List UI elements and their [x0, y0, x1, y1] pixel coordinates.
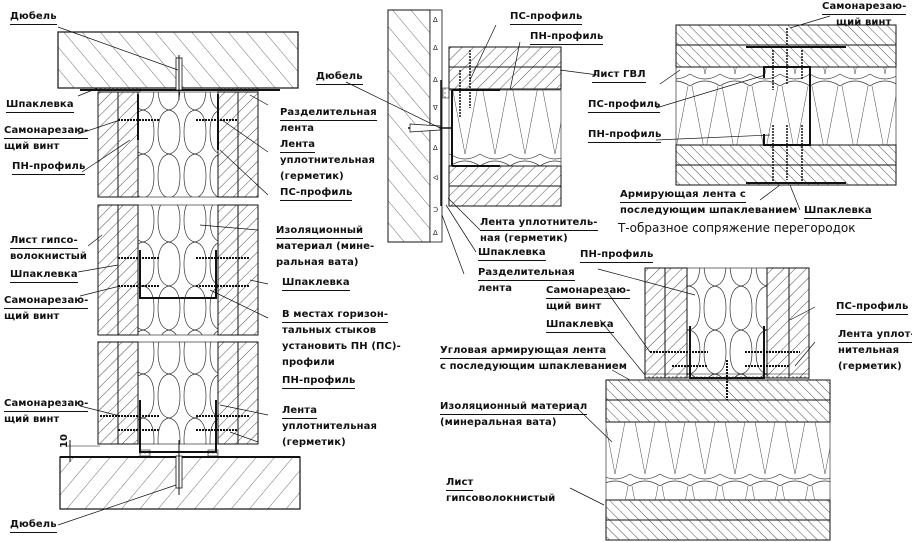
center-detail: Δ Δ Δ ᐁ Δ ᐊ ᑐ Δ: [345, 9, 599, 275]
svg-text:Δ: Δ: [433, 76, 438, 84]
label-center-pn-profile: ПН-профиль: [530, 30, 604, 45]
label-ps-profile: ПС-профиль: [280, 186, 353, 201]
label-rb-sealing-1: Лента уплот-: [838, 328, 912, 343]
label-center-dowel: Дюбель: [316, 70, 363, 85]
label-sealing-tape-3: (герметик): [280, 171, 344, 182]
label-dowel-bottom: Дюбель: [10, 518, 57, 533]
label-separating-tape-2: лента: [280, 123, 315, 134]
label-insulation-3: ральная вата): [276, 257, 359, 268]
label-sealing-bottom-3: (герметик): [282, 437, 346, 448]
svg-text:ᑐ: ᑐ: [433, 206, 438, 214]
label-rb-pn-profile: ПН-профиль: [580, 248, 654, 263]
label-rb-sealing-3: (герметик): [838, 361, 902, 372]
label-rb-insulation-1: Изоляционный материал: [440, 400, 588, 415]
label-separating-tape-1: Разделительная: [280, 106, 377, 121]
label-rb-gvl-2: гипсоволокнистый: [446, 493, 556, 504]
svg-text:ᐊ: ᐊ: [433, 174, 438, 182]
label-sealing-tape-2: уплотнительная: [280, 155, 376, 166]
label-sealing-bottom-2: уплотнительная: [282, 421, 378, 432]
label-screw-top-1: Самонарезаю-: [4, 124, 89, 139]
leader-lines: [569, 268, 816, 506]
gap-dimension: 10: [59, 433, 70, 448]
label-center-sealing-2: ная (герметик): [480, 233, 568, 244]
label-joints-4: профили: [282, 357, 335, 368]
svg-text:ᐁ: ᐁ: [433, 104, 438, 112]
label-gvl-sheet-2: волокнистый: [10, 251, 87, 262]
wall-section-2: [97, 204, 259, 336]
label-center-ps-profile: ПС-профиль: [510, 10, 583, 25]
label-rb-corner-tape-2: с последующим шпаклеванием: [440, 361, 627, 372]
left-detail: [57, 26, 301, 526]
label-rb-gvl-1: Лист: [446, 476, 474, 491]
label-center-separating-2: лента: [478, 283, 513, 294]
label-screw-bottom-1: Самонарезаю-: [4, 397, 89, 412]
label-gvl-sheet-1: Лист гипсо-: [10, 234, 78, 249]
label-pn-profile-bottom: ПН-профиль: [282, 374, 356, 389]
label-rb-screw-1: Самонарезаю-: [546, 284, 631, 299]
dowel-icon: [175, 440, 183, 495]
leader-lines: [57, 26, 269, 526]
label-sealing-bottom-1: Лента: [282, 404, 318, 419]
label-screw-mid-2: щий винт: [4, 311, 60, 322]
label-rt-reinforcing-2: последующим шпаклеванием: [620, 205, 798, 216]
label-rt-putty: Шпаклевка: [804, 204, 872, 219]
label-screw-bottom-2: щий винт: [4, 414, 60, 425]
svg-text:Δ: Δ: [433, 16, 438, 24]
right-bottom-detail: [569, 267, 831, 541]
label-rb-putty: Шпаклевка: [546, 318, 614, 333]
wall-section-1: [97, 91, 259, 198]
plaster-marks: Δ Δ Δ ᐁ Δ ᐊ ᑐ Δ: [433, 16, 438, 237]
label-putty-mid-right: Шпаклевка: [282, 276, 350, 291]
label-rt-ps-profile: ПС-профиль: [588, 98, 661, 113]
label-rt-screw-2: щий винт: [836, 17, 892, 28]
label-rt-screw-1: Самонарезаю-: [822, 0, 907, 15]
label-center-putty: Шпаклевка: [478, 246, 546, 261]
label-rt-gvl-sheet: Лист ГВЛ: [592, 68, 646, 83]
svg-text:Δ: Δ: [433, 44, 438, 52]
svg-text:Δ: Δ: [433, 144, 438, 152]
label-center-sealing-1: Лента уплотнитель-: [480, 216, 598, 231]
label-joints-1: В местах горизон-: [282, 308, 389, 323]
svg-text:Δ: Δ: [433, 229, 438, 237]
label-rt-pn-profile: ПН-профиль: [588, 128, 662, 143]
label-insulation-1: Изоляционный: [276, 224, 364, 239]
wall-section-3: [97, 341, 259, 457]
right-top-detail: [655, 15, 897, 211]
leader-lines: [345, 24, 599, 275]
label-putty-mid-left: Шпаклевка: [10, 268, 78, 283]
label-center-separating-1: Разделительная: [478, 266, 575, 281]
label-rb-corner-tape-1: Угловая армирующая лента: [440, 344, 607, 359]
label-screw-mid-1: Самонарезаю-: [4, 294, 89, 309]
label-joints-3: установить ПН (ПС)-: [282, 341, 401, 352]
label-screw-top-2: щий винт: [4, 141, 60, 152]
screw-icons: [772, 28, 803, 183]
diagram-caption: Т-образное сопряжение перегородок: [618, 221, 856, 235]
label-pn-profile-top: ПН-профиль: [12, 160, 86, 175]
label-rt-reinforcing-1: Армирующая лента с: [620, 188, 746, 203]
label-rb-screw-2: щий винт: [546, 301, 602, 312]
dowel-icon: [408, 123, 452, 133]
leader-lines: [655, 15, 831, 211]
label-rb-sealing-2: нительная: [838, 345, 900, 356]
label-dowel-top: Дюбель: [10, 10, 57, 25]
label-insulation-2: материал (мине-: [276, 241, 375, 252]
label-rb-insulation-2: (минеральная вата): [440, 417, 557, 428]
label-sealing-tape-1: Лента: [280, 138, 316, 153]
label-putty-top: Шпаклевка: [6, 98, 74, 113]
label-rb-ps-profile: ПС-профиль: [836, 300, 909, 315]
label-joints-2: тальных стыков: [282, 325, 377, 336]
